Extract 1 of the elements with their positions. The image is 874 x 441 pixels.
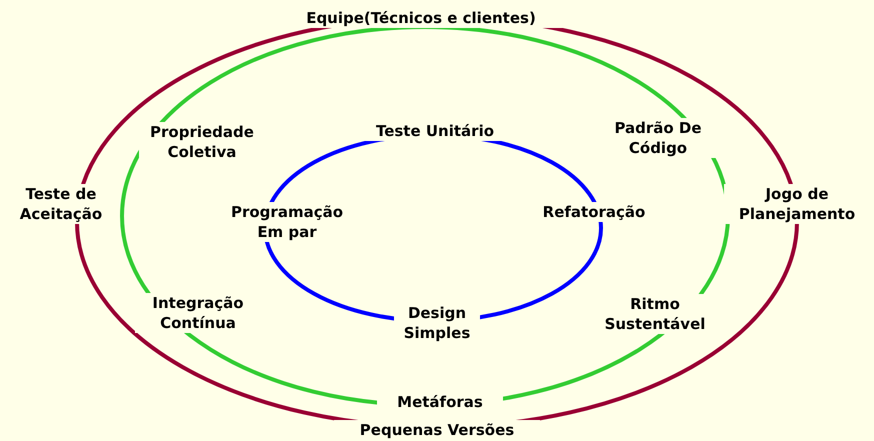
practice-label: Pequenas Versões xyxy=(334,420,540,440)
